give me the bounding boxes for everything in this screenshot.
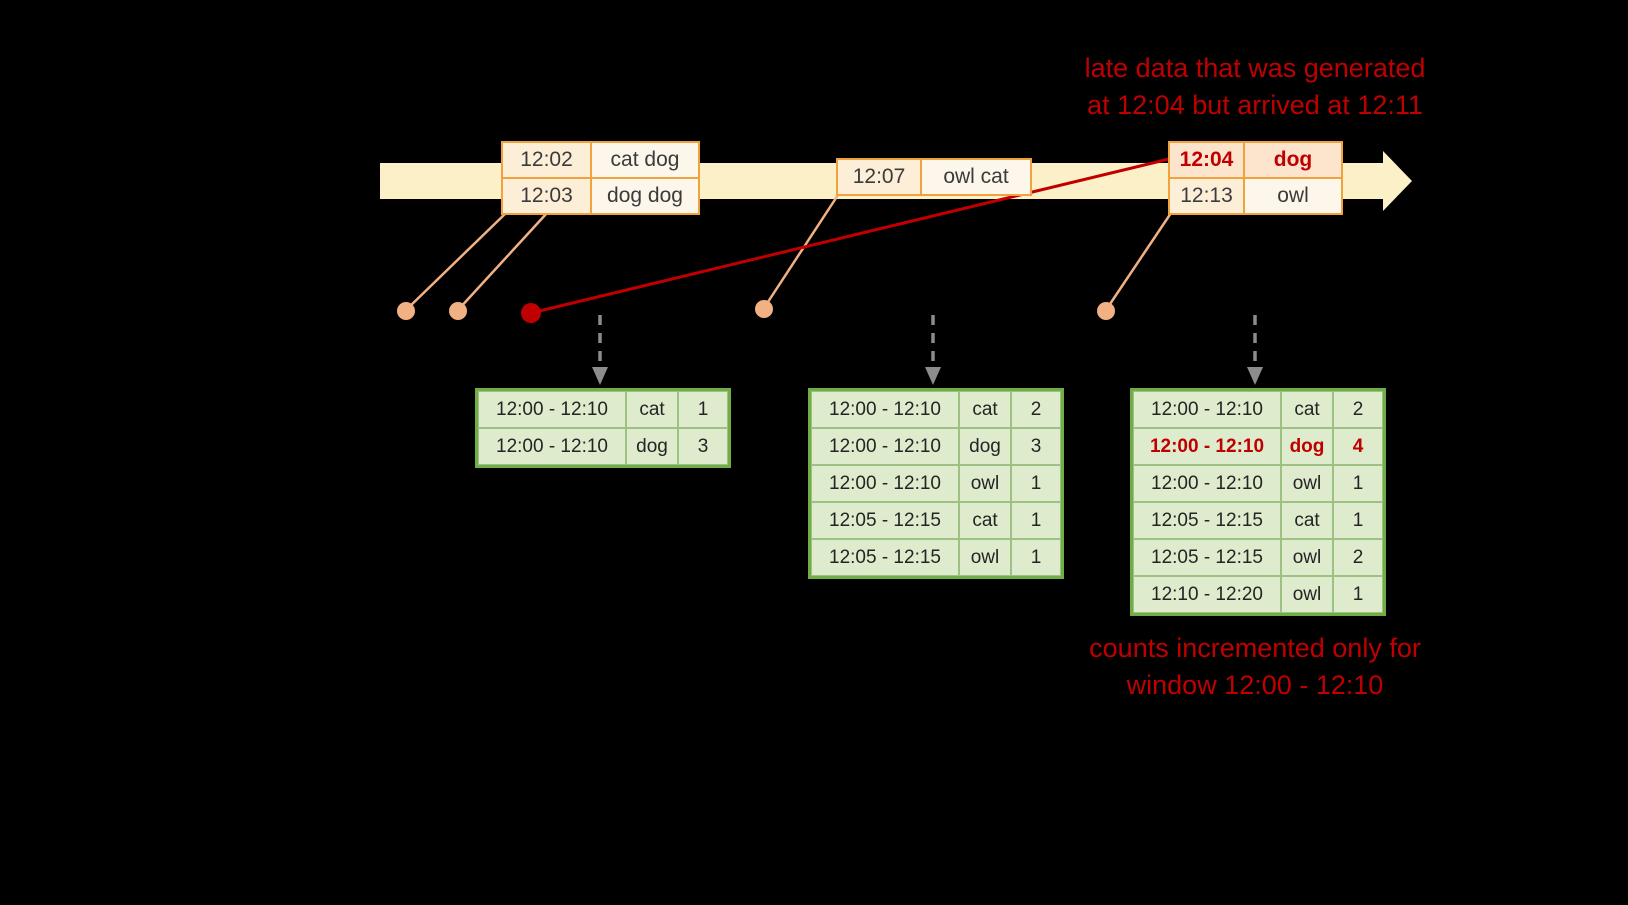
result-count: 1 xyxy=(1333,465,1383,502)
result-word: dog xyxy=(626,428,678,465)
result-count: 1 xyxy=(678,391,728,428)
event-words: dog xyxy=(1244,142,1342,178)
result-window: 12:00 - 12:10 xyxy=(1133,391,1281,428)
result-count: 1 xyxy=(1333,502,1383,539)
result-word: dog xyxy=(1281,428,1333,465)
event-time: 12:07 xyxy=(837,159,921,195)
event-dot xyxy=(397,302,415,320)
result-word: dog xyxy=(959,428,1011,465)
event-dot xyxy=(449,302,467,320)
event-words: owl xyxy=(1244,178,1342,214)
result-window: 12:00 - 12:10 xyxy=(478,428,626,465)
connector-line xyxy=(405,212,507,311)
result-window: 12:05 - 12:15 xyxy=(1133,502,1281,539)
event-time: 12:04 xyxy=(1169,142,1244,178)
late-data-annotation-line1: late data that was generated xyxy=(1084,53,1426,83)
result-word: cat xyxy=(959,502,1011,539)
result-count: 3 xyxy=(1011,428,1061,465)
connector-line xyxy=(762,194,840,309)
result-count: 1 xyxy=(1333,576,1383,613)
trigger-arrowhead-icon xyxy=(592,367,608,385)
result-count: 1 xyxy=(1011,465,1061,502)
event-time-axis-arrowhead-icon xyxy=(1383,151,1412,211)
result-count: 2 xyxy=(1011,391,1061,428)
result-word: owl xyxy=(1281,465,1333,502)
result-word: cat xyxy=(1281,391,1333,428)
result-window: 12:00 - 12:10 xyxy=(1133,465,1281,502)
late-data-annotation-line2: at 12:04 but arrived at 12:11 xyxy=(1087,90,1423,120)
event-words: dog dog xyxy=(591,178,699,214)
counts-annotation-line1: counts incremented only for xyxy=(1089,633,1421,663)
event-time: 12:02 xyxy=(502,142,591,178)
result-window: 12:00 - 12:10 xyxy=(811,428,959,465)
result-word: cat xyxy=(626,391,678,428)
result-word: owl xyxy=(959,465,1011,502)
result-word: owl xyxy=(1281,539,1333,576)
result-window: 12:00 - 12:10 xyxy=(811,391,959,428)
result-window: 12:10 - 12:20 xyxy=(1133,576,1281,613)
result-window: 12:05 - 12:15 xyxy=(811,502,959,539)
event-dot xyxy=(1097,302,1115,320)
event-words: cat dog xyxy=(591,142,699,178)
connector-line xyxy=(457,212,548,311)
result-count: 3 xyxy=(678,428,728,465)
result-window: 12:05 - 12:15 xyxy=(1133,539,1281,576)
event-words: owl cat xyxy=(921,159,1031,195)
late-data-dot xyxy=(521,303,541,323)
counts-annotation-line2: window 12:00 - 12:10 xyxy=(1126,670,1384,700)
trigger-arrowhead-icon xyxy=(925,367,941,385)
event-dot xyxy=(755,300,773,318)
result-count: 1 xyxy=(1011,539,1061,576)
trigger-arrowhead-icon xyxy=(1247,367,1263,385)
result-window: 12:00 - 12:10 xyxy=(1133,428,1281,465)
result-count: 4 xyxy=(1333,428,1383,465)
result-word: owl xyxy=(959,539,1011,576)
result-word: cat xyxy=(959,391,1011,428)
result-word: owl xyxy=(1281,576,1333,613)
connector-line xyxy=(1104,212,1173,311)
result-window: 12:05 - 12:15 xyxy=(811,539,959,576)
result-count: 2 xyxy=(1333,539,1383,576)
result-count: 1 xyxy=(1011,502,1061,539)
result-window: 12:00 - 12:10 xyxy=(811,465,959,502)
counts-annotation: counts incremented only for window 12:00… xyxy=(1020,630,1490,704)
event-time: 12:03 xyxy=(502,178,591,214)
result-count: 2 xyxy=(1333,391,1383,428)
late-data-annotation: late data that was generated at 12:04 bu… xyxy=(1020,50,1490,124)
result-word: cat xyxy=(1281,502,1333,539)
event-time: 12:13 xyxy=(1169,178,1244,214)
late-data-line xyxy=(530,157,1170,315)
result-window: 12:00 - 12:10 xyxy=(478,391,626,428)
